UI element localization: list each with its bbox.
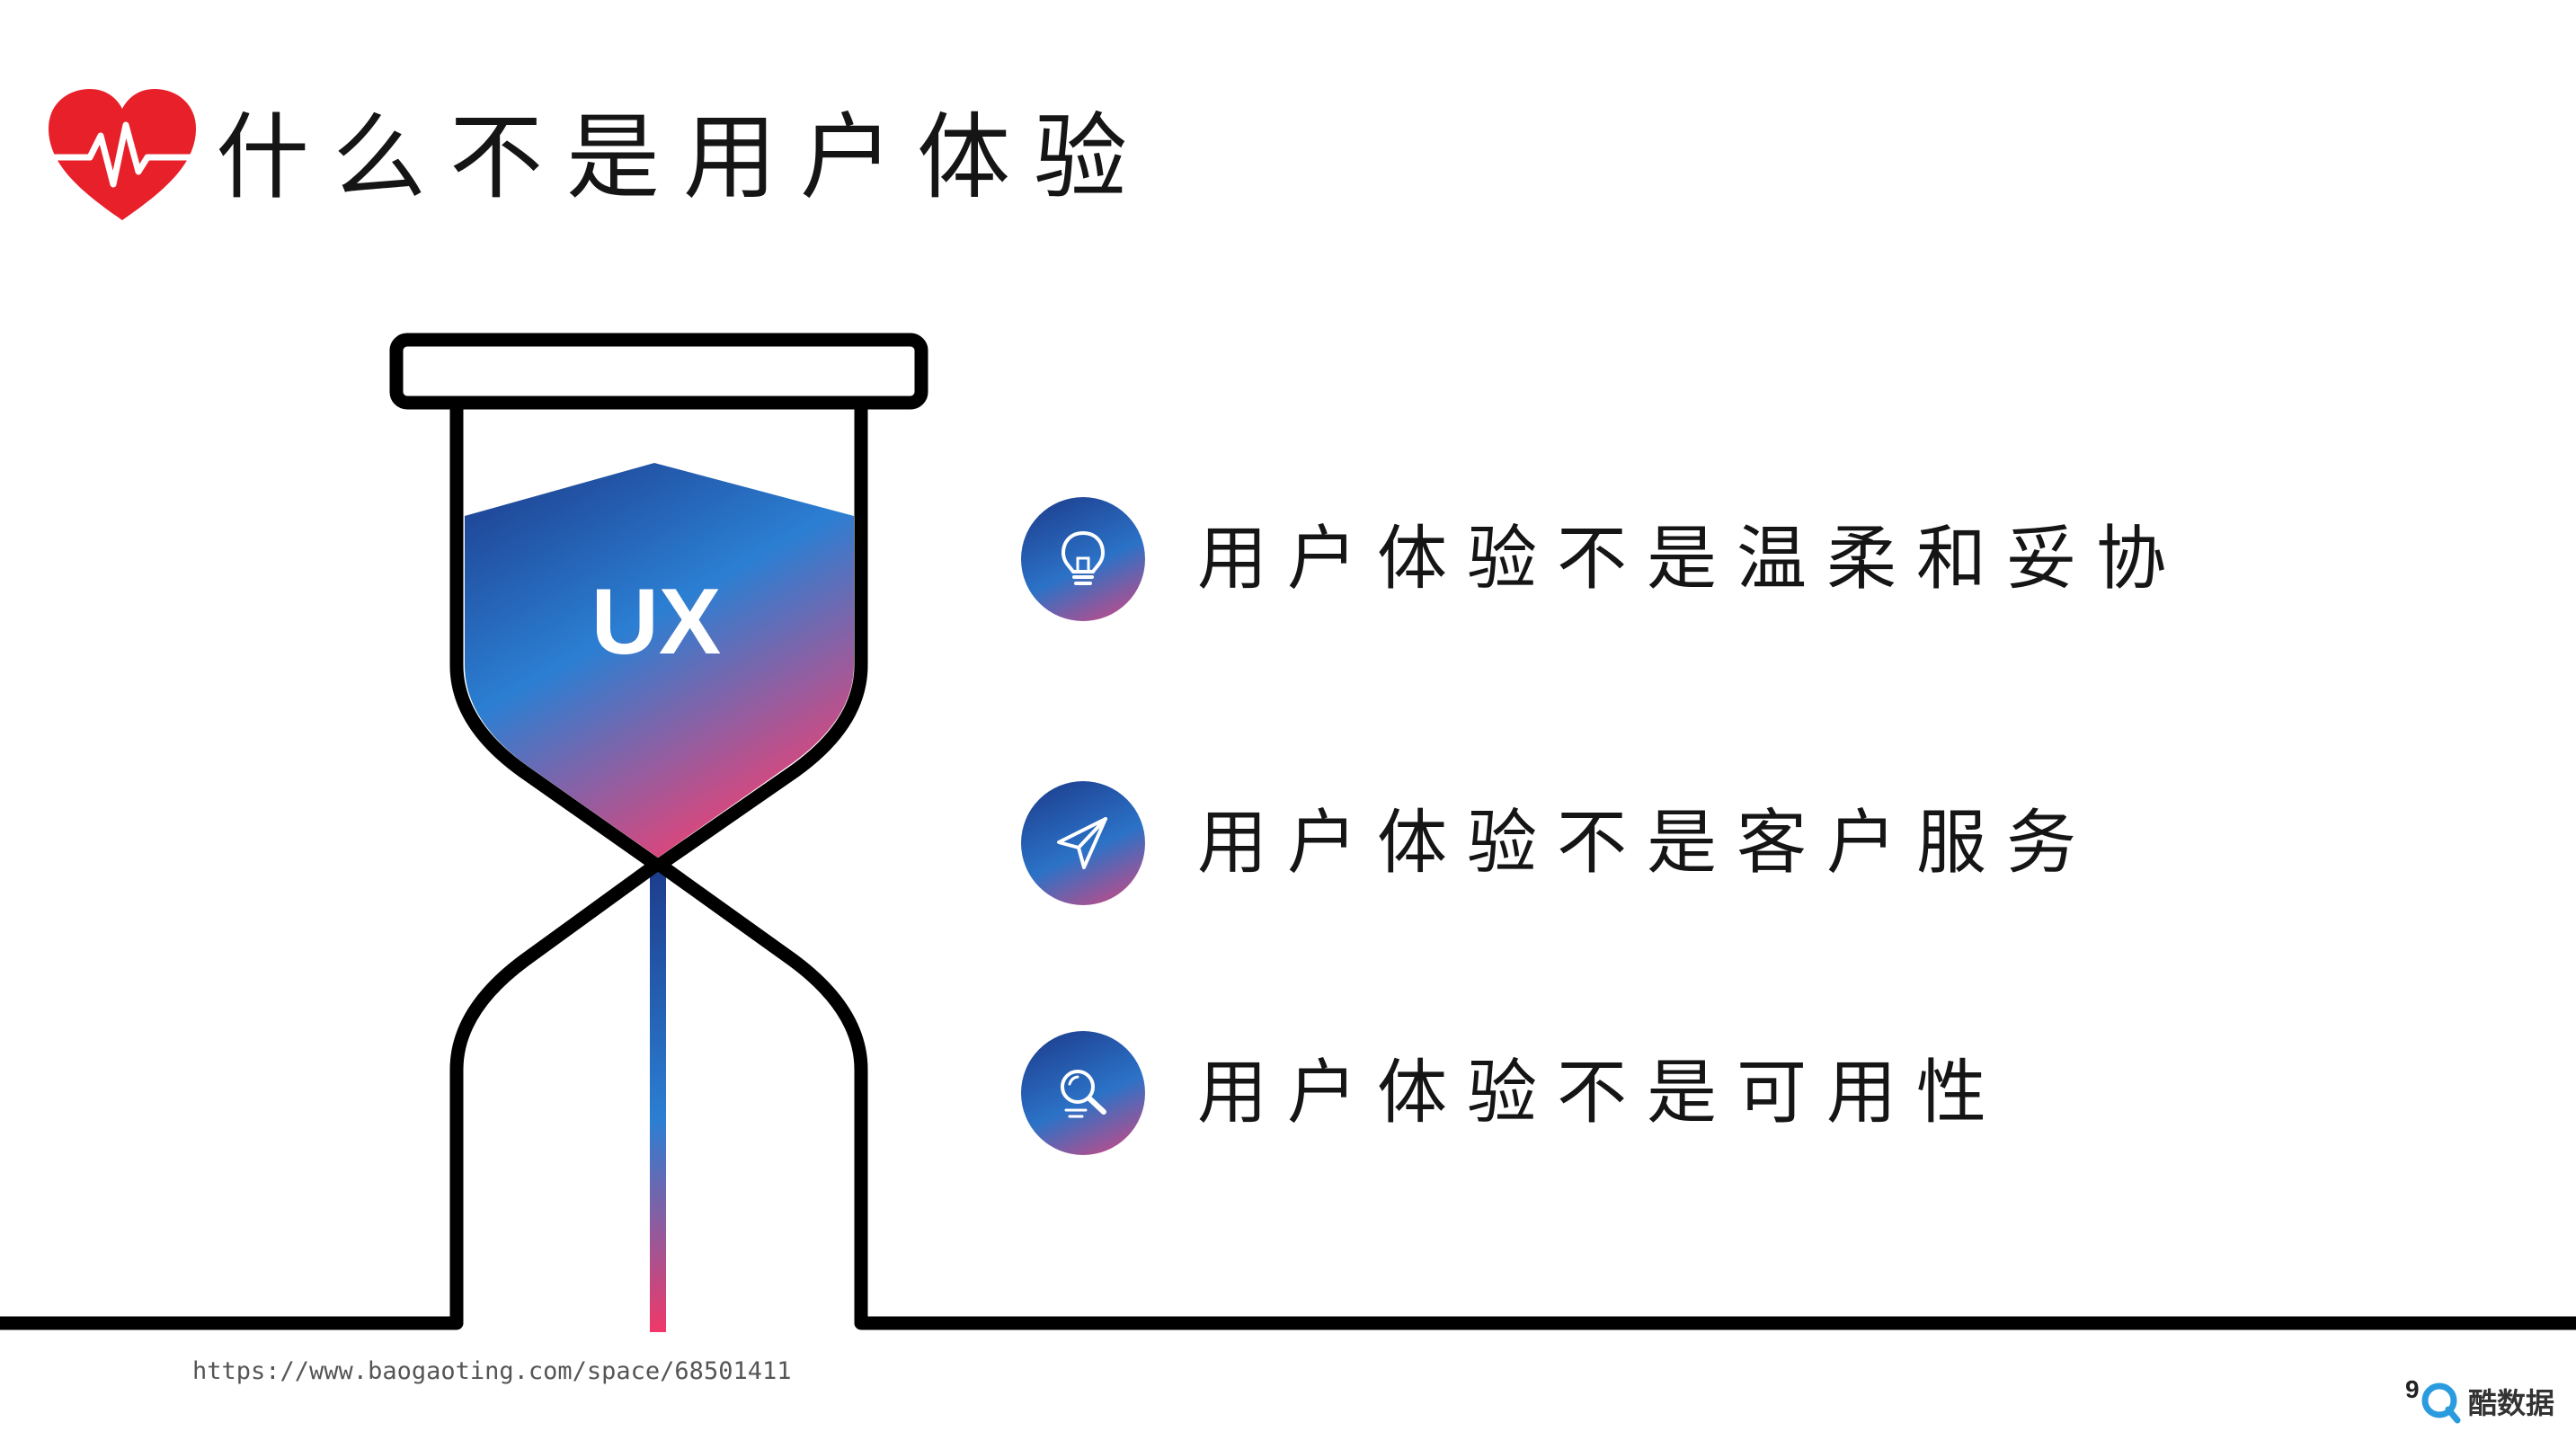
watermark: 酷数据	[2418, 1379, 2554, 1424]
hourglass-outline	[0, 333, 2576, 1330]
watermark-logo-icon	[2421, 1382, 2461, 1424]
page-number: 9	[2405, 1375, 2420, 1403]
ux-label: UX	[591, 570, 722, 674]
page-title: 什么不是用户体验	[216, 102, 1151, 212]
point-badge-3	[1021, 1031, 1145, 1155]
title-row: 什么不是用户体验	[45, 81, 1150, 234]
lightbulb-icon	[1061, 530, 1106, 585]
heart-pulse-icon	[45, 89, 200, 220]
hourglass-sand-top	[465, 463, 854, 858]
watermark-text: 酷数据	[2468, 1386, 2555, 1420]
point-text-1: 用户体验不是温柔和妥协	[1197, 519, 2187, 600]
point-text-2: 用户体验不是客户服务	[1197, 803, 2097, 884]
point-text-3: 用户体验不是可用性	[1197, 1053, 2007, 1133]
source-url[interactable]: https://www.baogaoting.com/space/6850141…	[192, 1357, 792, 1385]
point-badge-1	[1021, 497, 1145, 621]
point-badge-2	[1021, 781, 1145, 905]
point-row-1: 用户体验不是温柔和妥协	[1021, 496, 2186, 622]
hourglass-sand-stream	[650, 861, 666, 1332]
paper-plane-icon	[1057, 817, 1107, 869]
magnifier-icon	[1061, 1070, 1106, 1118]
point-row-2: 用户体验不是客户服务	[1021, 780, 2096, 906]
point-row-3: 用户体验不是可用性	[1021, 1030, 2006, 1156]
